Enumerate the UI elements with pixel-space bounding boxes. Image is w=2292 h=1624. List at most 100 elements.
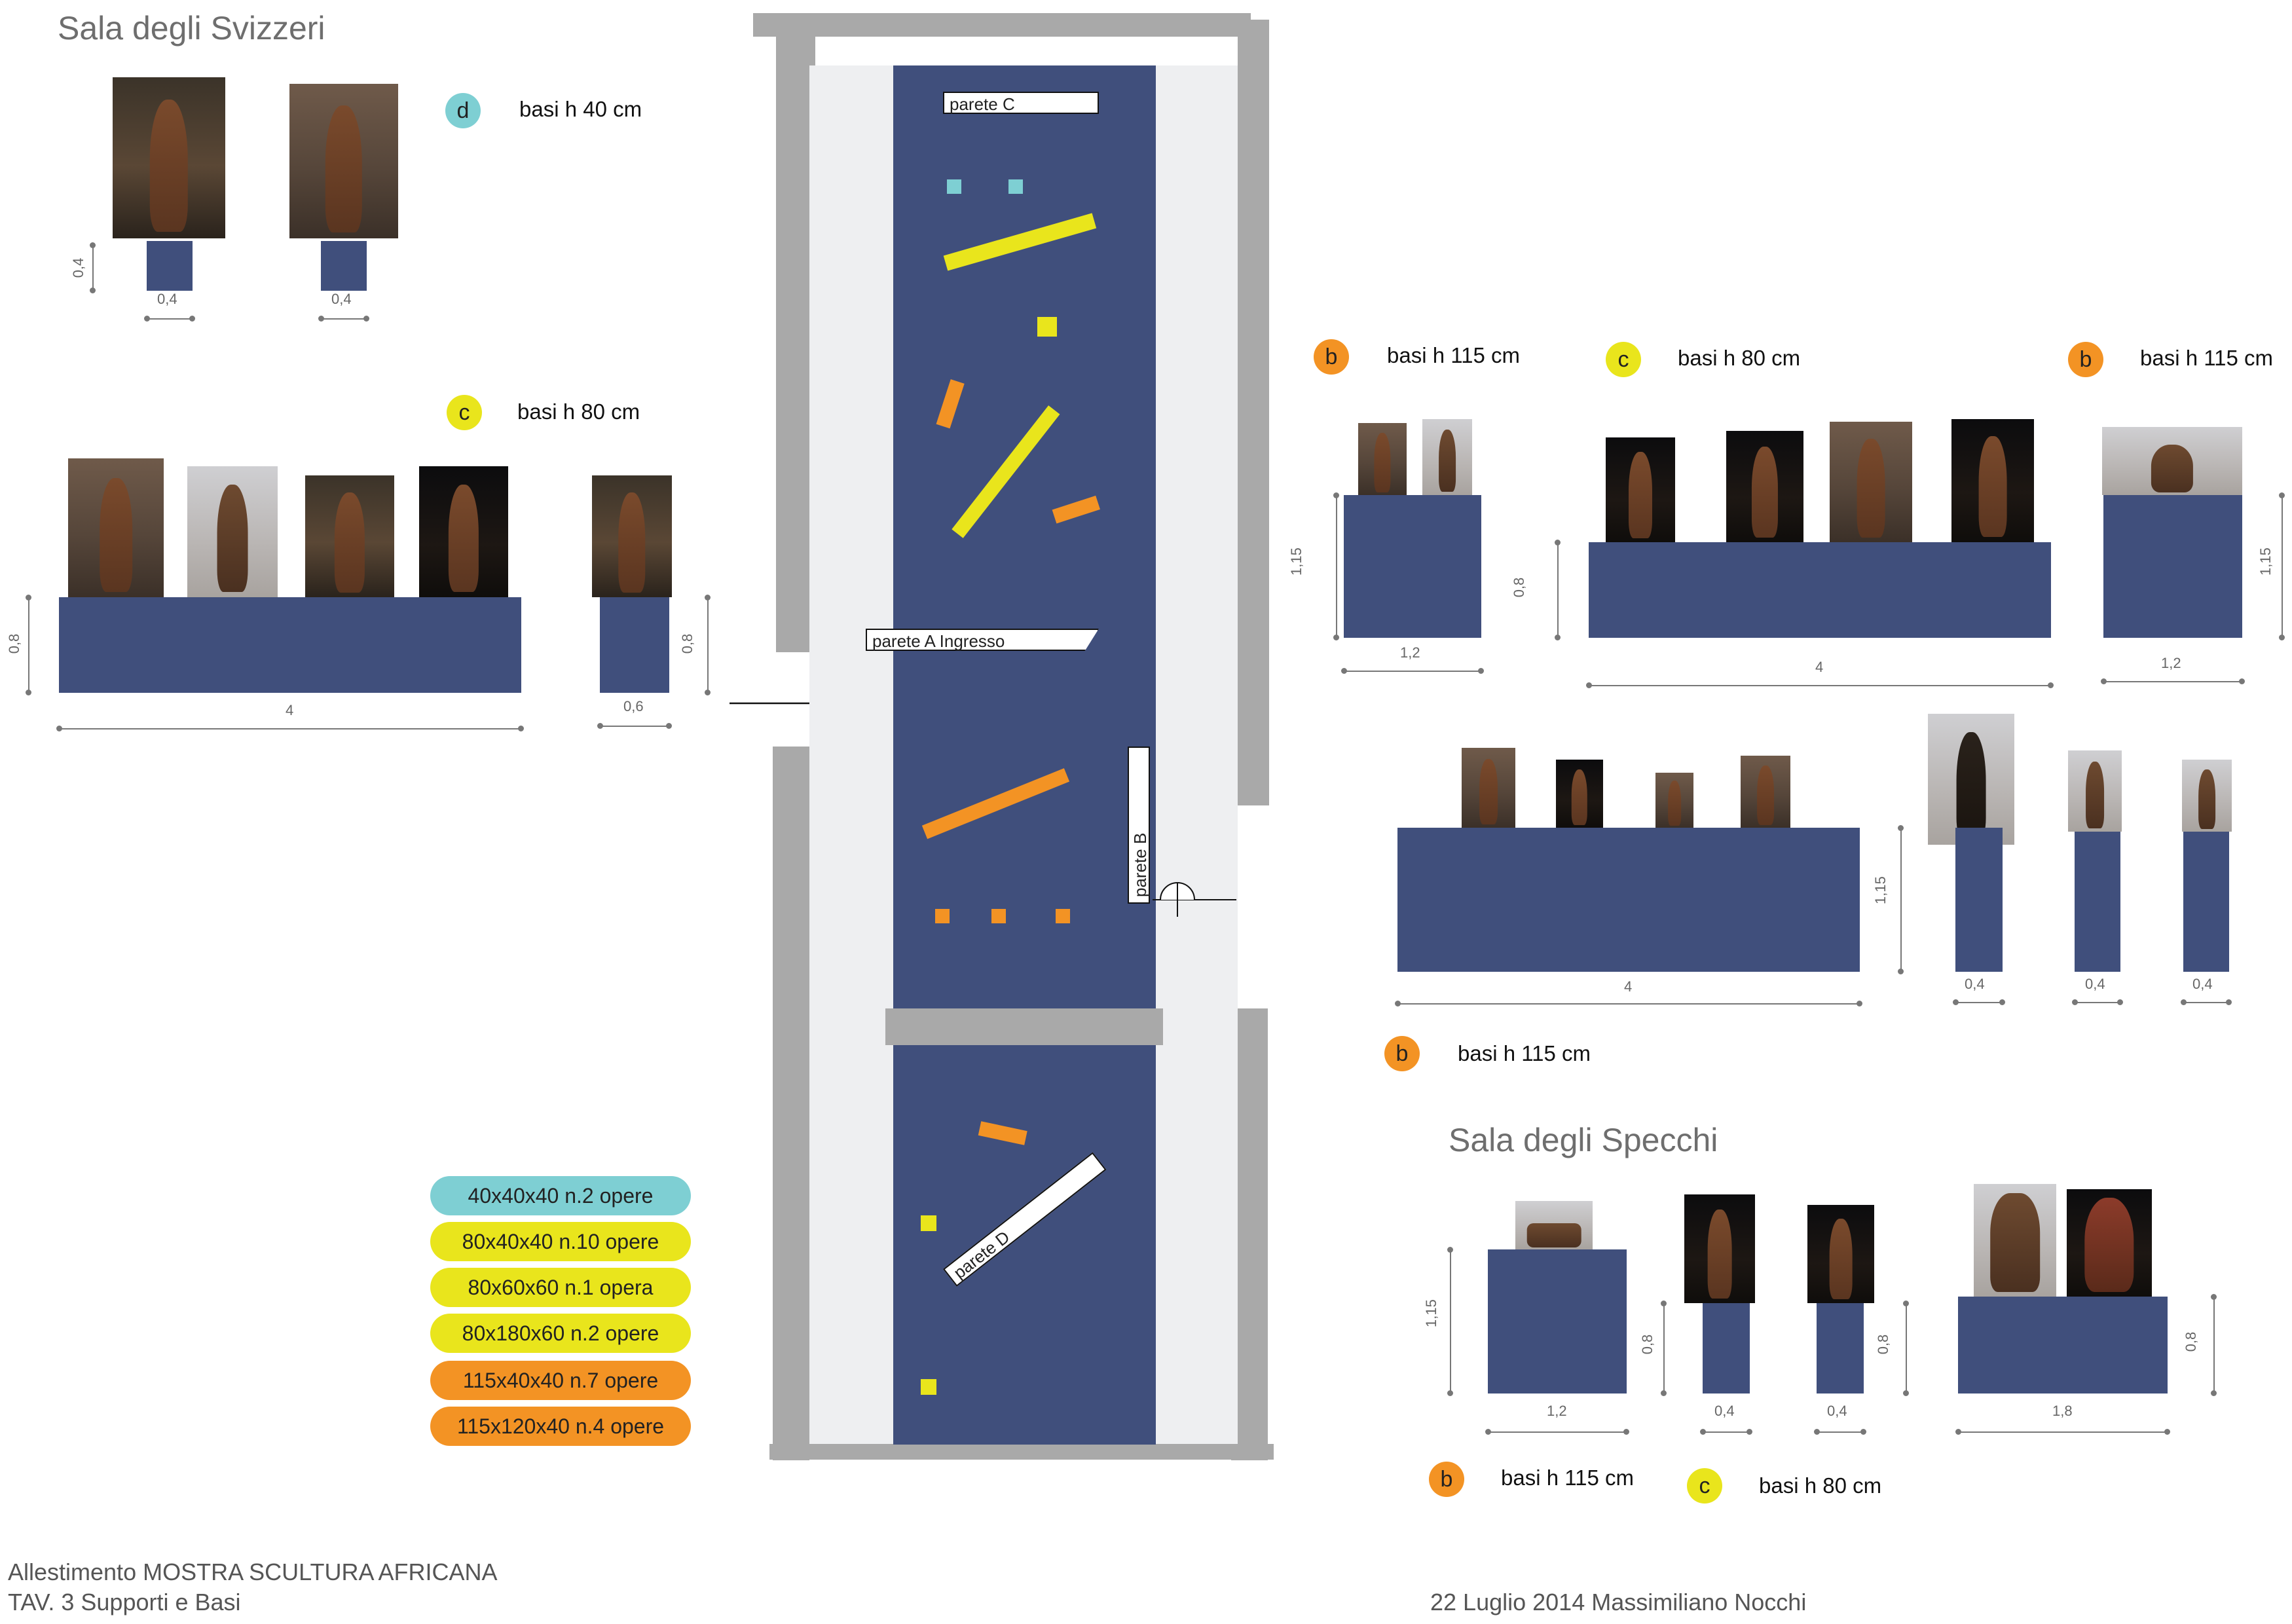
legend-pill: 40x40x40 n.2 opere xyxy=(430,1176,691,1215)
dim-label: 0,4 xyxy=(1965,976,1985,992)
sculpture-photo xyxy=(1807,1205,1874,1303)
marker-b xyxy=(1056,909,1070,923)
dim-label: 0,8 xyxy=(679,633,695,654)
sculpture-photo xyxy=(305,475,394,597)
wall-label-c: parete C xyxy=(943,92,1099,114)
dim-label: 1,15 xyxy=(1288,547,1304,576)
base-c-18 xyxy=(1958,1297,2168,1393)
dim-label: 4 xyxy=(286,702,294,718)
plan-wall-left xyxy=(776,37,815,652)
dim-line xyxy=(2101,678,2245,684)
footer-subtitle: TAV. 3 Supporti e Basi xyxy=(8,1589,241,1615)
dim-label: 4 xyxy=(1815,659,1824,675)
plan-wall-bottom xyxy=(769,1444,1274,1460)
dim-line xyxy=(144,316,195,322)
dim-label: 0,8 xyxy=(1511,577,1527,598)
dim-label: 0,4 xyxy=(157,291,177,307)
base-b-12 xyxy=(1344,495,1481,638)
dim-label: 1,15 xyxy=(2257,547,2274,576)
sculpture-photo xyxy=(1358,423,1407,495)
dim-label: 1,2 xyxy=(1547,1403,1567,1419)
sculpture-photo xyxy=(1951,419,2034,542)
sculpture-photo xyxy=(289,84,398,238)
sculpture-photo xyxy=(2067,1189,2152,1297)
group-label-b: basi h 115 cm xyxy=(2140,346,2273,370)
wall-label-a: parete A Ingresso xyxy=(866,629,1099,651)
badge-c: c xyxy=(1606,342,1641,377)
sculpture-photo xyxy=(1606,437,1675,542)
svizzeri-title: Sala degli Svizzeri xyxy=(58,10,325,46)
dim-line xyxy=(318,316,369,322)
base-c-4m xyxy=(1589,542,2051,638)
badge-d: d xyxy=(445,93,481,128)
dim-line xyxy=(2072,999,2123,1005)
base-b-04 xyxy=(2183,832,2229,972)
dim-label: 0,4 xyxy=(70,257,86,278)
sculpture-photo xyxy=(2102,427,2242,495)
dim-line xyxy=(26,595,31,695)
group-label-c: basi h 80 cm xyxy=(1678,346,1801,370)
group-label-b: basi h 115 cm xyxy=(1501,1466,1634,1490)
wall-label-b: parete B xyxy=(1128,747,1150,904)
dim-line xyxy=(1953,999,2005,1005)
group-label-b: basi h 115 cm xyxy=(1387,343,1520,367)
door-icon xyxy=(1153,882,1236,917)
marker-b xyxy=(991,909,1006,923)
sculpture-photo xyxy=(592,475,672,597)
group-label-c: basi h 80 cm xyxy=(1759,1473,1882,1498)
legend-pill: 80x60x60 n.1 opera xyxy=(430,1268,691,1307)
badge-c: c xyxy=(1687,1468,1722,1504)
badge-b: b xyxy=(1429,1462,1464,1497)
base-c-06 xyxy=(600,597,669,693)
plan-wall-top xyxy=(753,13,1251,37)
sculpture-photo xyxy=(1684,1194,1755,1303)
sculpture-photo xyxy=(1830,422,1912,542)
sculpture-photo xyxy=(1515,1201,1593,1249)
dim-label: 1,8 xyxy=(2052,1403,2073,1419)
sculpture-photo xyxy=(1974,1184,2056,1297)
plan-wall-left-lower xyxy=(773,747,809,1460)
sculpture-photo xyxy=(1741,756,1790,828)
marker-c xyxy=(921,1215,936,1231)
badge-b: b xyxy=(1384,1036,1420,1071)
dim-label: 0,4 xyxy=(331,291,352,307)
dim-label: 0,4 xyxy=(2085,976,2105,992)
base-b-04 xyxy=(1955,828,2003,972)
dim-label: 4 xyxy=(1624,978,1633,995)
base-b-04 xyxy=(2075,832,2120,972)
plan-room-lower xyxy=(893,1045,1156,1445)
dim-line xyxy=(1341,668,1484,674)
base-d-1 xyxy=(147,241,193,291)
dim-label: 1,15 xyxy=(1423,1299,1439,1327)
dim-line xyxy=(1395,1001,1862,1006)
sculpture-photo xyxy=(1556,760,1603,828)
plan-corridor-left xyxy=(809,65,893,1444)
dim-label: 0,6 xyxy=(623,698,644,714)
dim-line xyxy=(1814,1429,1866,1435)
dim-label: 0,8 xyxy=(1639,1334,1655,1355)
marker-d xyxy=(1008,179,1023,194)
dim-line xyxy=(1586,682,2054,688)
group-label-d: basi h 40 cm xyxy=(519,97,642,121)
dim-label: 1,2 xyxy=(2161,655,2181,671)
base-c-04 xyxy=(1703,1303,1750,1393)
dim-line xyxy=(56,726,524,731)
plan-partition xyxy=(885,1008,1163,1045)
dim-label: 0,4 xyxy=(2192,976,2213,992)
dim-label: 1,15 xyxy=(1872,876,1889,904)
base-b-12 xyxy=(1488,1249,1627,1393)
marker-b xyxy=(935,909,950,923)
dim-line xyxy=(1447,1247,1453,1396)
dim-line xyxy=(2211,1294,2217,1396)
dim-line xyxy=(1333,492,1339,640)
badge-b: b xyxy=(2068,342,2103,377)
base-c-04 xyxy=(1817,1303,1864,1393)
marker-d xyxy=(947,179,961,194)
dim-line xyxy=(597,723,672,729)
dim-line xyxy=(705,595,711,695)
dim-label: 0,8 xyxy=(6,633,22,654)
base-d-2 xyxy=(321,241,367,291)
group-label-b: basi h 115 cm xyxy=(1458,1041,1591,1065)
dim-line xyxy=(1555,540,1561,640)
legend-pill: 115x120x40 n.4 opere xyxy=(430,1407,691,1446)
